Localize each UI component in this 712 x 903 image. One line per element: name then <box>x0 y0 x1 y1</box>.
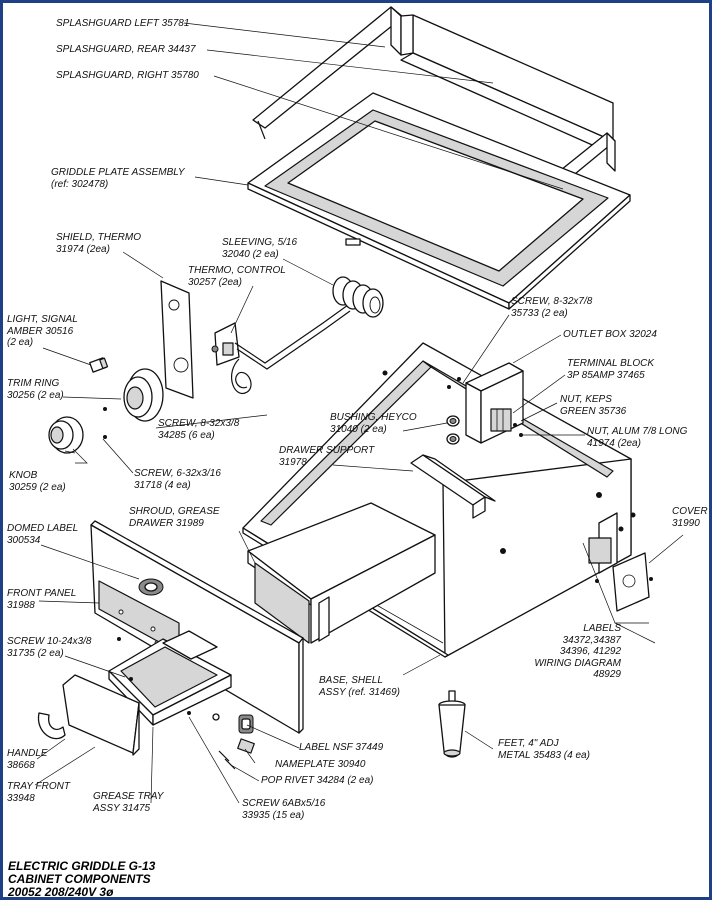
splashguard-left <box>252 6 404 140</box>
label-griddle-plate: GRIDDLE PLATE ASSEMBLY(ref: 302478) <box>51 167 185 190</box>
title-line-spec: 20052 208/240V 3ø <box>8 885 114 899</box>
shield-thermo <box>160 280 194 399</box>
label-splashguard-left: SPLASHGUARD LEFT 35781 <box>56 18 190 29</box>
signal-light <box>89 357 109 373</box>
trim-ring <box>103 368 164 422</box>
label-label-nsf: LABEL NSF 37449 <box>299 742 384 753</box>
handle <box>37 712 66 740</box>
title-line-model: ELECTRIC GRIDDLE G-13 <box>8 859 156 873</box>
leader-lines <box>34 22 684 804</box>
exploded-view-drawing <box>34 6 684 804</box>
label-pop-rivet: POP RIVET 34284 (2 ea) <box>261 775 374 786</box>
thermo-control <box>211 304 351 394</box>
label-nameplate: NAMEPLATE 30940 <box>275 759 366 770</box>
cover-plate <box>595 552 653 612</box>
shroud-grease-drawer <box>247 502 436 644</box>
front-panel <box>90 520 304 734</box>
diagram-title-block: ELECTRIC GRIDDLE G-13 CABINET COMPONENTS… <box>8 860 155 899</box>
grease-tray <box>108 630 232 726</box>
terminal-block <box>490 408 523 437</box>
label-outlet-box: OUTLET BOX 32024 <box>563 329 657 340</box>
bushings <box>446 377 461 445</box>
label-splashguard-rear: SPLASHGUARD, REAR 34437 <box>56 44 196 55</box>
labels-and-rivets <box>117 637 255 770</box>
griddle-plate <box>247 92 631 310</box>
label-splashguard-right: SPLASHGUARD, RIGHT 35780 <box>56 70 199 81</box>
drawer-support <box>410 454 496 519</box>
sleeving <box>332 276 384 318</box>
tray-front <box>62 674 140 756</box>
knob <box>48 416 107 454</box>
adjustable-foot <box>438 690 466 758</box>
title-line-section: CABINET COMPONENTS <box>8 872 151 886</box>
